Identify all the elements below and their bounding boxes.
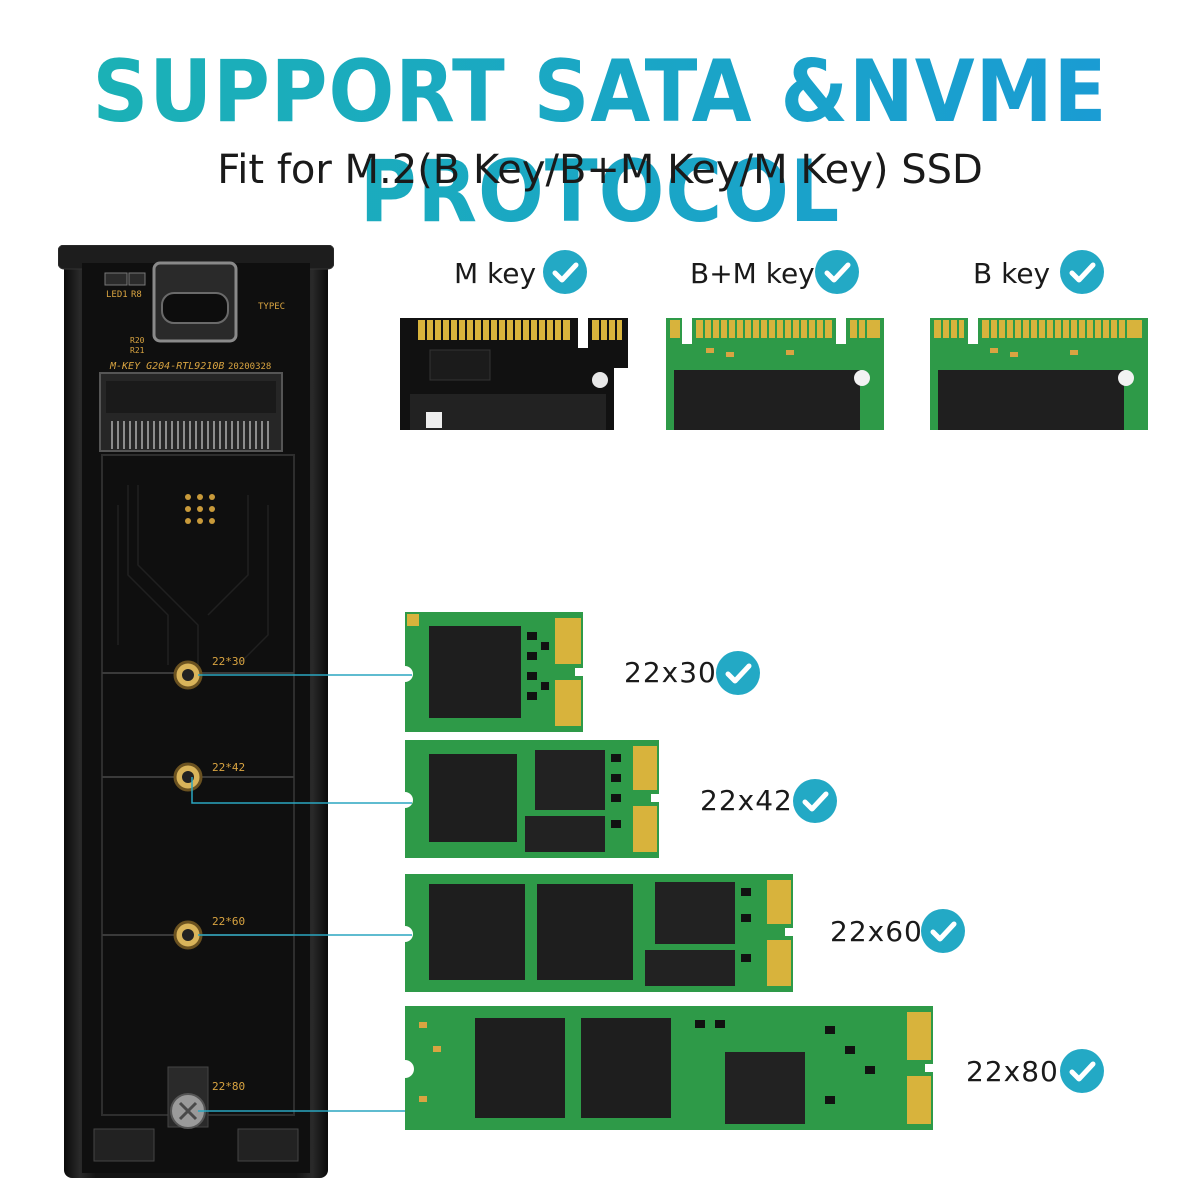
silk-led: LED1	[106, 290, 128, 300]
size-label-2260: 22x60	[830, 915, 923, 948]
connector-pins	[111, 421, 269, 449]
m-key-ssd-edge	[400, 318, 628, 430]
ssd-2280-board	[405, 1006, 933, 1130]
silk-mount-3: 22*60	[212, 915, 245, 928]
page-headline: SUPPORT SATA &NVME PROTOCOL	[0, 42, 1200, 242]
silk-mount-2: 22*42	[212, 761, 245, 774]
size-label-2280: 22x80	[966, 1055, 1059, 1088]
silk-r8: R8	[131, 290, 142, 300]
key-label-m: M key	[454, 257, 537, 290]
page-subline: Fit for M.2(B Key/B+M Key/M Key) SSD	[217, 147, 983, 193]
check-icon	[716, 651, 760, 695]
silk-mount-1: 22*30	[212, 655, 245, 668]
key-label-b: B key	[973, 257, 1051, 290]
b-key-ssd-edge	[930, 318, 1148, 430]
silk-mount-4: 22*80	[212, 1080, 245, 1093]
m2-enclosure-illustration: LED1 R8 TYPEC R20 R21 M-KEY G204-RTL9210…	[58, 245, 334, 1178]
silk-date: 20200328	[228, 362, 271, 372]
check-icon	[543, 250, 587, 294]
silk-port: TYPEC	[258, 302, 285, 312]
ssd-2242-board	[405, 740, 659, 858]
silk-r21: R21	[130, 346, 145, 355]
ssd-2230-board	[405, 612, 583, 732]
check-icon	[1060, 1049, 1104, 1093]
silk-model: M-KEY G204-RTL9210B	[109, 361, 224, 372]
key-label-bm: B+M key	[690, 257, 815, 290]
silk-r20: R20	[130, 336, 145, 345]
check-icon	[815, 250, 859, 294]
check-icon	[1060, 250, 1104, 294]
check-icon	[793, 779, 837, 823]
size-label-2242: 22x42	[700, 784, 793, 817]
bm-key-ssd-edge	[666, 318, 884, 430]
size-label-2230: 22x30	[624, 656, 717, 689]
via-array	[185, 494, 215, 524]
ssd-2260-board	[405, 874, 793, 992]
check-icon	[921, 909, 965, 953]
